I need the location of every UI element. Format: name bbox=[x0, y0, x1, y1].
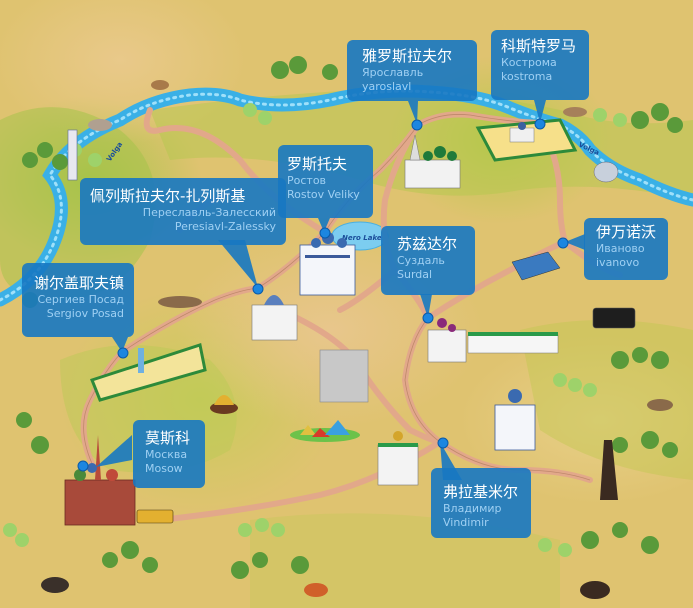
city-callout-moscow[interactable]: 莫斯科 Москва Mosow bbox=[133, 420, 205, 488]
city-name-zh: 弗拉基米尔 bbox=[443, 483, 519, 501]
city-name-ru: Владимир bbox=[443, 502, 502, 515]
city-callout-pereslavl[interactable]: 佩列斯拉夫尔-扎列斯基 Переславль-Залесский Peresia… bbox=[80, 178, 286, 245]
tour-bus bbox=[136, 509, 174, 524]
city-name-ru: Ярославль bbox=[362, 66, 424, 79]
fox bbox=[304, 583, 328, 597]
landmarks bbox=[41, 80, 673, 599]
city-marker-rostov[interactable] bbox=[319, 227, 331, 239]
vladimir-golden-gate bbox=[377, 431, 419, 486]
bell-tower bbox=[67, 129, 78, 181]
city-name-en: Mosow bbox=[145, 462, 183, 475]
camp-tents bbox=[290, 420, 360, 442]
city-name-zh: 伊万诺沃 bbox=[596, 223, 657, 241]
city-name-zh: 科斯特罗马 bbox=[501, 37, 577, 55]
city-name-zh: 莫斯科 bbox=[145, 429, 191, 447]
city-name-ru: Москва bbox=[145, 448, 188, 461]
city-name-ru: Кострома bbox=[501, 56, 557, 69]
boar bbox=[41, 577, 69, 593]
warrior-statue bbox=[600, 440, 618, 500]
city-marker-moscow[interactable] bbox=[77, 460, 89, 472]
wolf bbox=[88, 119, 112, 131]
hare bbox=[151, 80, 169, 90]
city-name-ru: Суздаль bbox=[397, 254, 445, 267]
city-name-en: yaroslavl bbox=[362, 80, 412, 93]
bear bbox=[580, 581, 610, 599]
city-name-en: Surdal bbox=[397, 268, 433, 281]
ivanovo-textile bbox=[511, 251, 561, 281]
city-name-zh: 佩列斯拉夫尔-扎列斯基 bbox=[90, 187, 246, 205]
pereslavl-church bbox=[251, 295, 298, 341]
st-basils-cathedral bbox=[64, 435, 136, 526]
city-name-en: Rostov Veliky bbox=[287, 188, 360, 201]
city-name-zh: 雅罗斯拉夫尔 bbox=[362, 47, 453, 65]
city-marker-pereslavl[interactable] bbox=[252, 283, 264, 295]
city-name-en: ivanovo bbox=[596, 256, 640, 269]
city-marker-kostroma[interactable] bbox=[534, 118, 546, 130]
lion-statue bbox=[593, 161, 619, 183]
city-name-ru: Переславль-Залесский bbox=[142, 206, 276, 219]
kostroma-monastery bbox=[475, 118, 578, 162]
suzdal-kremlin bbox=[427, 318, 559, 363]
city-callout-sergiev[interactable]: 谢尔盖耶夫镇 Сергиев Посад Sergiov Posad bbox=[22, 263, 134, 337]
city-marker-suzdal[interactable] bbox=[422, 312, 434, 324]
city-marker-yaroslavl[interactable] bbox=[411, 119, 423, 131]
city-name-ru: Ростов bbox=[287, 174, 327, 187]
city-callout-kostroma[interactable]: 科斯特罗马 Кострома kostroma bbox=[491, 30, 589, 100]
yaroslavl-church bbox=[404, 134, 461, 189]
church-on-nerl bbox=[494, 389, 536, 451]
boat bbox=[158, 296, 202, 308]
city-callout-suzdal[interactable]: 苏兹达尔 Суздаль Surdal bbox=[381, 226, 475, 295]
city-callout-vladimir[interactable]: 弗拉基米尔 Владимир Vindimir bbox=[431, 468, 531, 538]
city-name-zh: 罗斯托夫 bbox=[287, 155, 348, 173]
city-callout-ivanovo[interactable]: 伊万诺沃 Иваново ivanovo bbox=[584, 218, 668, 280]
city-callout-rostov[interactable]: 罗斯托夫 Ростов Rostov Veliky bbox=[278, 145, 373, 218]
city-callout-yaroslavl[interactable]: 雅罗斯拉夫尔 Ярославль yaroslavl bbox=[347, 40, 477, 101]
city-name-en: Sergiov Posad bbox=[46, 307, 124, 320]
sergiev-lavra bbox=[90, 343, 207, 402]
city-name-en: kostroma bbox=[501, 70, 553, 83]
city-name-ru: Сергиев Посад bbox=[37, 293, 124, 306]
city-marker-sergiev[interactable] bbox=[117, 347, 129, 359]
city-name-en: Vindimir bbox=[443, 516, 489, 529]
rabbit bbox=[647, 399, 673, 411]
fox-top bbox=[563, 107, 587, 117]
city-name-zh: 苏兹达尔 bbox=[397, 235, 458, 253]
lacquer-box bbox=[592, 307, 636, 329]
city-name-en: Peresiavl-Zalessky bbox=[174, 220, 276, 233]
rostov-cathedral bbox=[299, 232, 356, 296]
city-name-zh: 谢尔盖耶夫镇 bbox=[33, 274, 124, 292]
city-marker-vladimir[interactable] bbox=[437, 437, 449, 449]
stone-relief bbox=[319, 349, 369, 403]
city-marker-ivanovo[interactable] bbox=[557, 237, 569, 249]
svg-text:Nero Lake: Nero Lake bbox=[342, 234, 382, 242]
city-name-ru: Иваново bbox=[596, 242, 645, 255]
